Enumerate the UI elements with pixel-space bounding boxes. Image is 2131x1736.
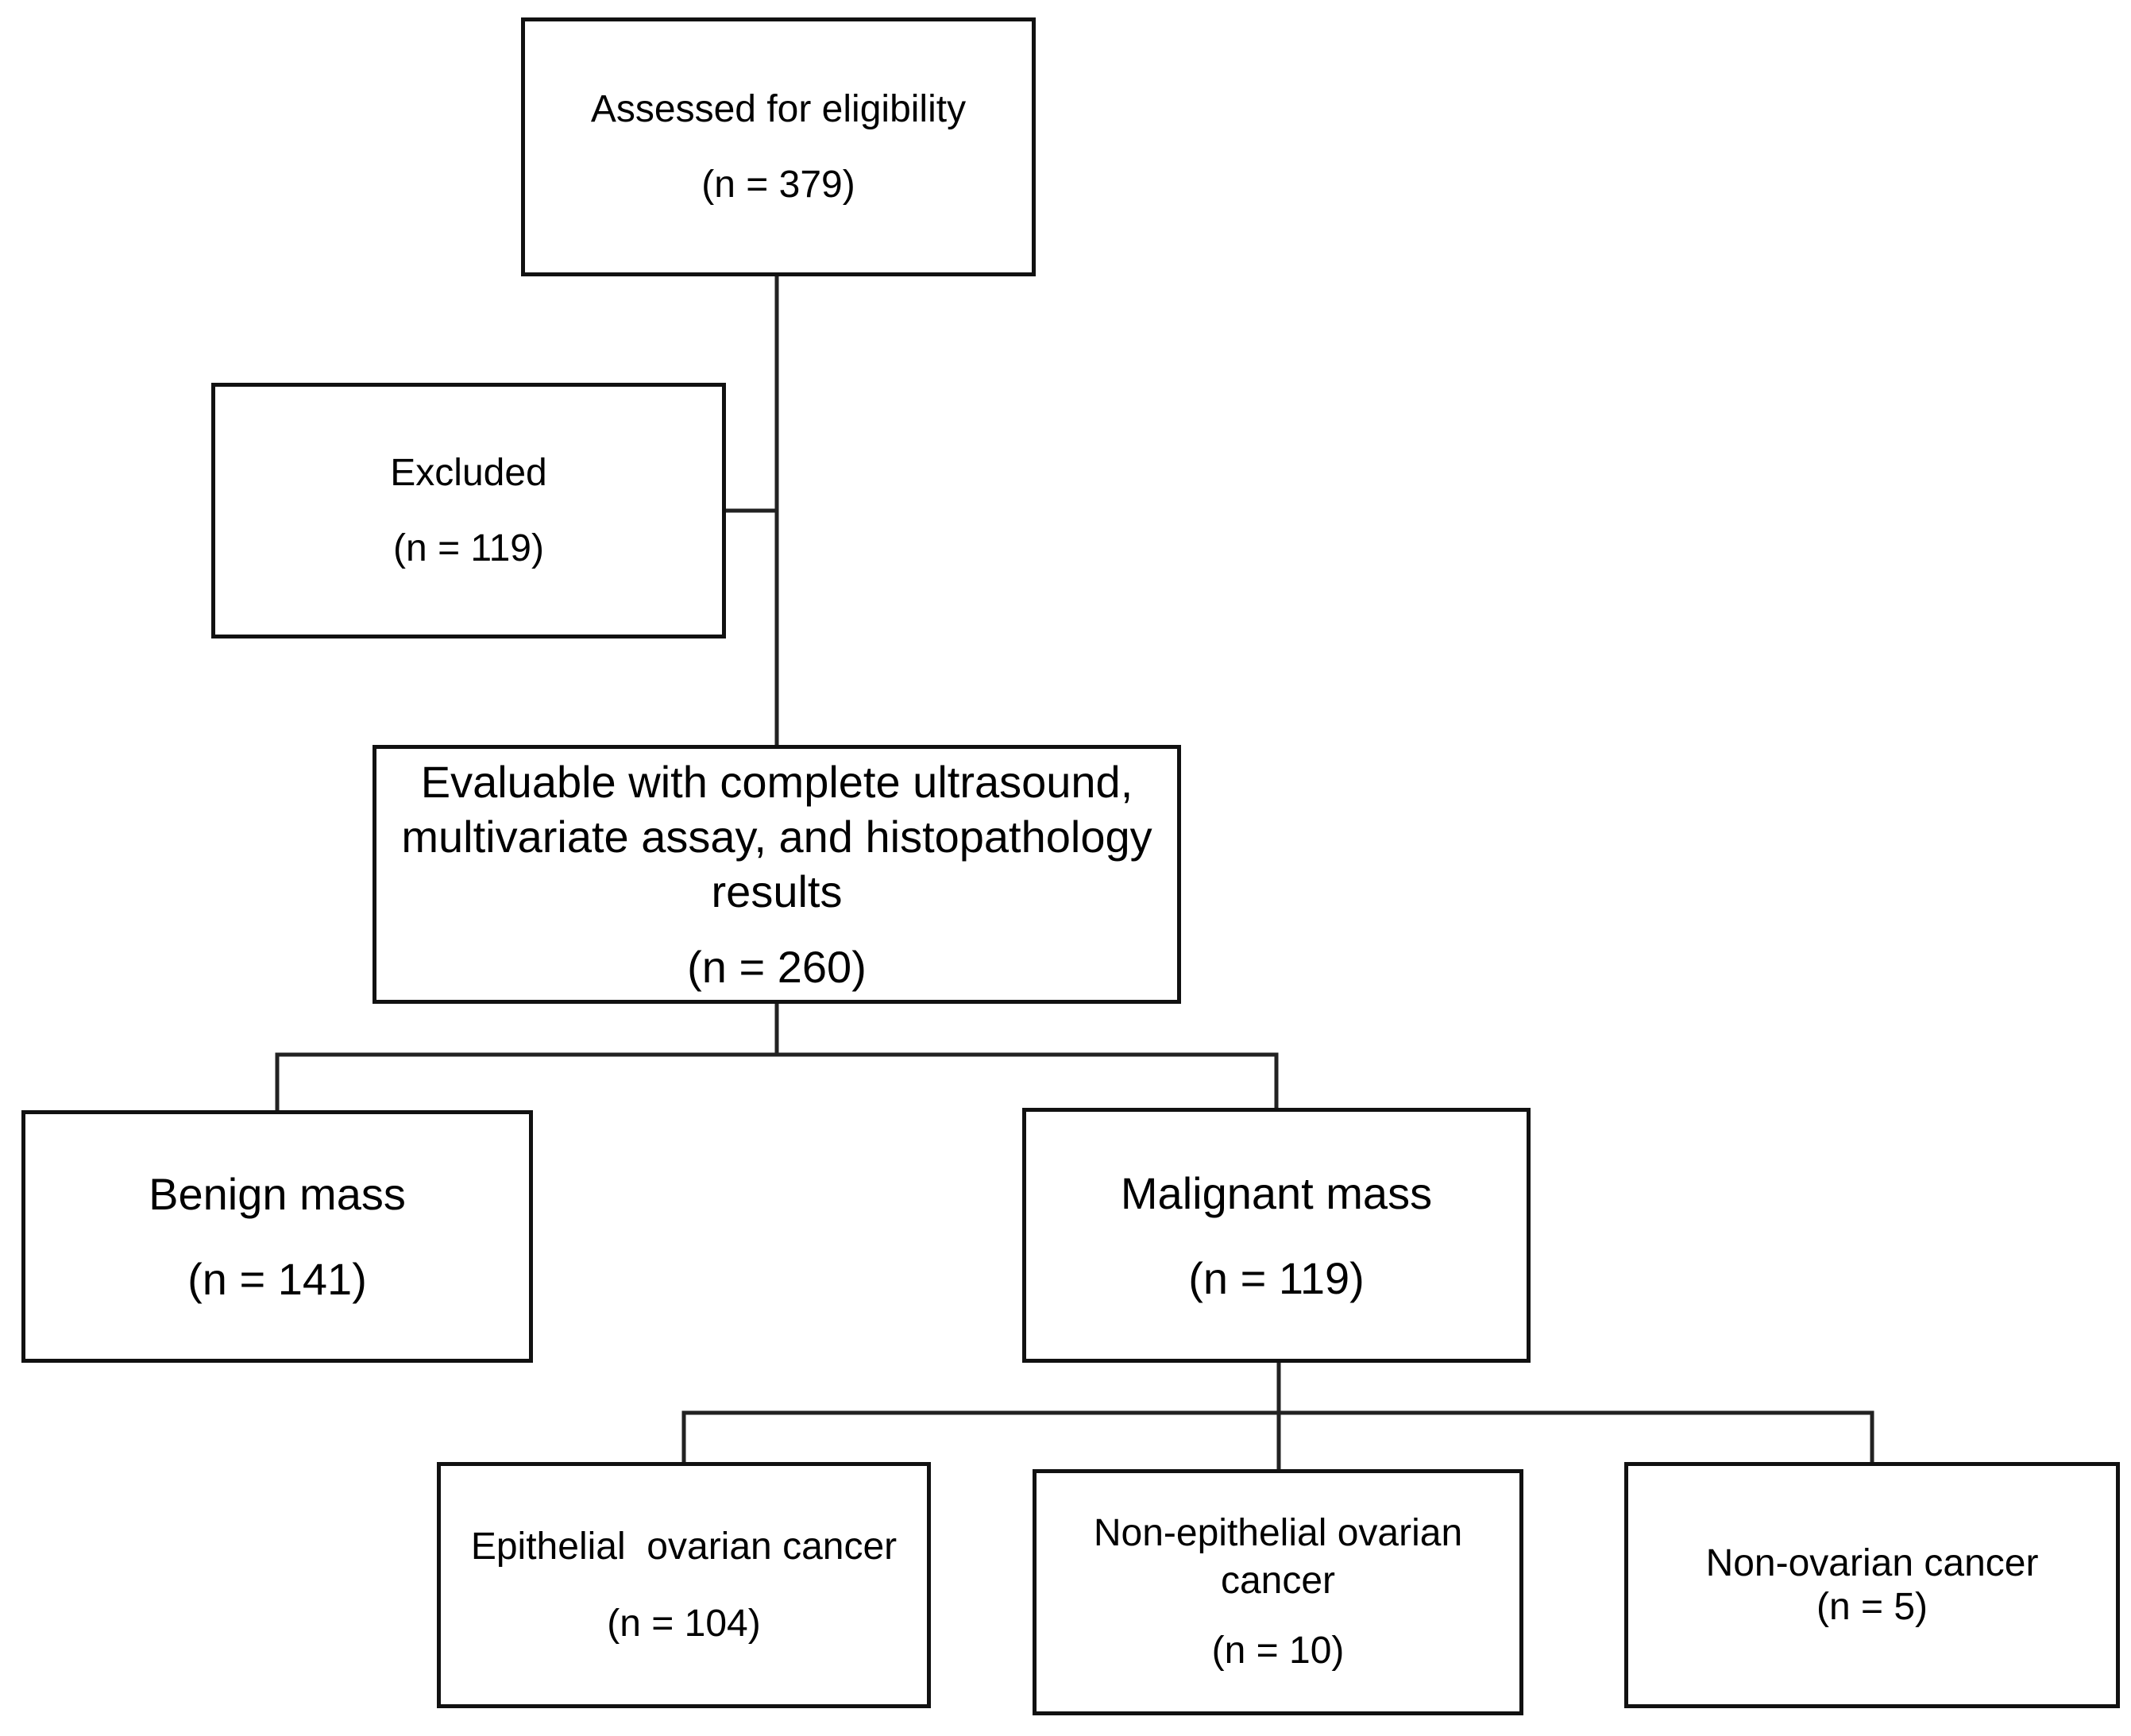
- node-count: (n = 260): [687, 942, 867, 992]
- node-title: Assessed for eligibility: [590, 88, 967, 130]
- node-non-epithelial-ovarian-cancer: Non-epithelial ovarian cancer (n = 10): [1033, 1469, 1523, 1715]
- node-count: (n = 119): [393, 527, 544, 569]
- node-benign-mass: Benign mass (n = 141): [21, 1110, 533, 1363]
- node-epithelial-ovarian-cancer: Epithelial ovarian cancer (n = 104): [437, 1462, 931, 1708]
- node-count: (n = 104): [607, 1603, 761, 1645]
- node-count: (n = 119): [1188, 1252, 1365, 1303]
- node-count: (n = 10): [1211, 1630, 1345, 1672]
- node-assessed-for-eligibility: Assessed for eligibility (n = 379): [521, 17, 1036, 276]
- node-malignant-mass: Malignant mass (n = 119): [1022, 1108, 1531, 1363]
- node-title: Non-epithelial ovarian cancer: [1093, 1512, 1463, 1602]
- node-count: (n = 5): [1816, 1586, 1928, 1628]
- node-excluded: Excluded (n = 119): [211, 383, 726, 638]
- node-title: Epithelial ovarian cancer: [470, 1526, 898, 1568]
- node-title: Non-ovarian cancer: [1705, 1542, 2039, 1584]
- node-title: Evaluable with complete ultrasound, mult…: [401, 757, 1152, 916]
- node-non-ovarian-cancer: Non-ovarian cancer (n = 5): [1624, 1462, 2120, 1708]
- node-title: Excluded: [390, 452, 547, 494]
- node-title: Benign mass: [149, 1169, 406, 1219]
- node-count: (n = 141): [187, 1254, 367, 1304]
- node-evaluable: Evaluable with complete ultrasound, mult…: [373, 745, 1181, 1004]
- node-title: Malignant mass: [1120, 1167, 1433, 1218]
- node-count: (n = 379): [701, 164, 855, 206]
